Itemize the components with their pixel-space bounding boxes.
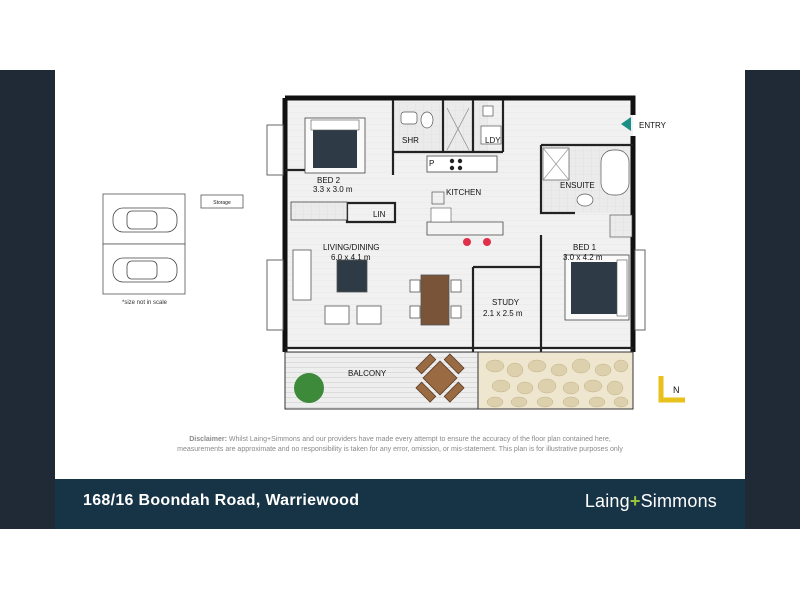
kitchen-label: KITCHEN [446, 188, 481, 197]
study-size: 2.1 x 2.5 m [483, 309, 523, 318]
north-label: N [673, 385, 680, 395]
bed1-label: BED 1 [573, 243, 597, 252]
disclaimer: Disclaimer: Whilst Laing+Simmons and our… [150, 435, 650, 455]
balcony-furniture [294, 353, 465, 403]
disclaimer-line-1: Whilst Laing+Simmons and our providers h… [228, 436, 611, 443]
living-furniture [292, 249, 462, 326]
bathroom-fixtures [400, 105, 502, 151]
right-side-bar [745, 70, 800, 529]
ldy-label: LDY [485, 136, 501, 145]
scale-note: *size not in scale [122, 300, 168, 306]
disclaimer-line-2: measurements are approximate and no resp… [177, 446, 623, 453]
living-label: LIVING/DINING [323, 243, 379, 252]
brand-name-left: Laing [584, 491, 630, 511]
floor-plan: Storage [102, 95, 685, 410]
ensuite-label: ENSUITE [560, 181, 595, 190]
footer-bar: 168/16 Boondah Road, Warriewood Laing+Si… [55, 479, 745, 529]
study-label: STUDY [492, 298, 520, 307]
bed-1-furniture [564, 214, 633, 321]
pantry-label: P [429, 159, 434, 168]
floor-plan-card: Storage [55, 70, 745, 479]
entry-label: ENTRY [639, 121, 667, 130]
kitchen-fixtures [426, 155, 504, 246]
balcony-label: BALCONY [348, 369, 387, 378]
bed1-size: 3.0 x 4.2 m [563, 253, 603, 262]
bed2-size: 3.3 x 3.0 m [313, 185, 353, 194]
brand-logo: Laing+Simmons [585, 491, 717, 512]
bed2-label: BED 2 [317, 176, 341, 185]
windows [266, 124, 646, 331]
storage-box [200, 194, 244, 209]
entry-arrow-icon [621, 117, 631, 131]
car-icon [112, 257, 178, 283]
bar-stool-icons [463, 238, 491, 246]
car-icon [112, 207, 178, 233]
outer-walls [282, 95, 636, 352]
parking-area: Storage [102, 193, 244, 295]
lin-label: LIN [373, 210, 386, 219]
storage-label: Storage [213, 200, 231, 206]
living-size: 6.0 x 4.1 m [331, 253, 371, 262]
garden-stones [485, 358, 629, 408]
property-address: 168/16 Boondah Road, Warriewood [83, 492, 360, 509]
shr-label: SHR [402, 136, 419, 145]
disclaimer-label: Disclaimer: [189, 436, 227, 443]
ensuite-fixtures [542, 147, 630, 207]
bed-2-furniture [290, 117, 366, 221]
plus-icon: + [629, 491, 641, 511]
brand-name-right: Simmons [640, 491, 717, 511]
left-side-bar [0, 70, 55, 529]
north-arrow-icon: N [658, 376, 685, 403]
